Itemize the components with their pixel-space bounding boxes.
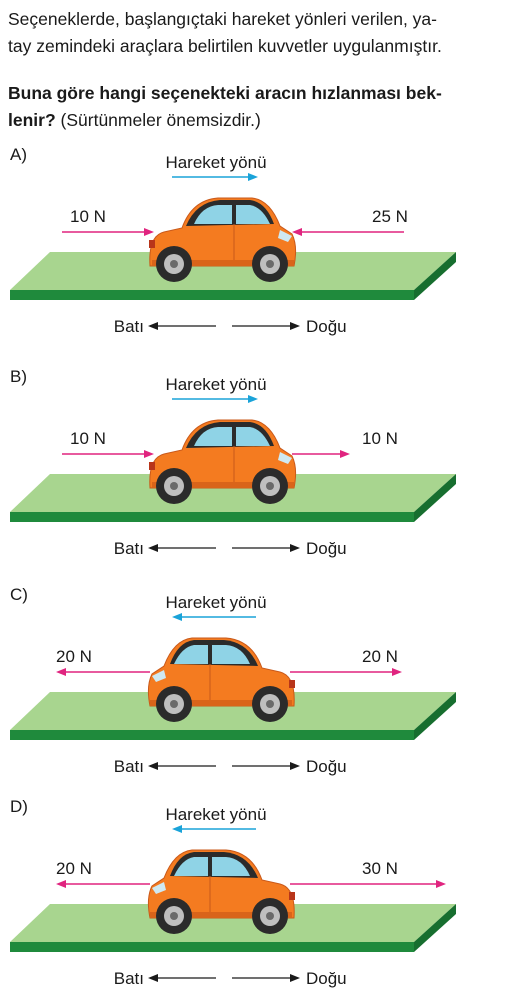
option-b: B) Hareket yönü 10 N 10 N Batı Doğu [0,362,528,578]
right-force-arrow [290,668,402,676]
left-force-label: 20 N [56,647,92,666]
right-force-arrow [292,228,404,236]
right-force-label: 30 N [362,859,398,878]
question-bold-2: lenir? [8,110,56,130]
east-label: Doğu [306,757,347,776]
ground-side [414,904,456,952]
option-label: B) [10,367,27,386]
question-text: Buna göre hangi seçenekteki aracın hızla… [8,80,524,134]
left-force-arrow [62,450,154,458]
motion-label: Hareket yönü [165,153,266,172]
right-force-label: 20 N [362,647,398,666]
option-figure: B) Hareket yönü 10 N 10 N Batı Doğu [10,367,456,558]
option-label: C) [10,585,28,604]
option-figure: A) Hareket yönü 10 N 25 N Batı Doğu [10,145,456,336]
east-arrow [232,544,300,552]
east-label: Doğu [306,969,347,988]
motion-arrow-west [172,825,256,833]
right-force-label: 25 N [372,207,408,226]
question-bold-1: Buna göre hangi seçenekteki aracın hızla… [8,83,442,103]
east-arrow [232,762,300,770]
car [149,419,297,504]
intro-text: Seçeneklerde, başlangıçtaki hareket yönl… [8,6,524,60]
option-label: D) [10,797,28,816]
ground-top [10,252,456,290]
west-label: Batı [114,969,144,988]
ground-front [10,290,414,300]
motion-label: Hareket yönü [165,805,266,824]
west-label: Batı [114,317,144,336]
ground-top [10,474,456,512]
motion-arrow-east [172,173,258,181]
west-arrow [148,544,216,552]
option-a: A) Hareket yönü 10 N 25 N Batı Doğu [0,140,528,356]
intro-line-2: tay zemindeki araçlara belirtilen kuvvet… [8,36,442,56]
car [147,637,295,722]
intro-line-1: Seçeneklerde, başlangıçtaki hareket yönl… [8,9,437,29]
left-force-label: 20 N [56,859,92,878]
ground-side [414,474,456,522]
option-figure: C) Hareket yönü 20 N 20 N Batı Doğu [10,585,456,776]
motion-label: Hareket yönü [165,375,266,394]
ground-side [414,252,456,300]
question-note: (Sürtünmeler önemsizdir.) [55,110,261,130]
option-figure: D) Hareket yönü 20 N 30 N Batı Doğu [10,797,456,988]
left-force-label: 10 N [70,429,106,448]
ground-top [10,692,456,730]
ground-front [10,942,414,952]
ground-top [10,904,456,942]
option-d: D) Hareket yönü 20 N 30 N Batı Doğu [0,792,528,1008]
west-label: Batı [114,539,144,558]
right-force-arrow [290,880,446,888]
east-arrow [232,322,300,330]
option-label: A) [10,145,27,164]
motion-label: Hareket yönü [165,593,266,612]
car [147,849,295,934]
east-label: Doğu [306,539,347,558]
left-force-label: 10 N [70,207,106,226]
ground-side [414,692,456,740]
left-force-arrow [56,668,150,676]
east-label: Doğu [306,317,347,336]
west-label: Batı [114,757,144,776]
option-c: C) Hareket yönü 20 N 20 N Batı Doğu [0,580,528,796]
ground-front [10,512,414,522]
west-arrow [148,322,216,330]
right-force-arrow [292,450,350,458]
east-arrow [232,974,300,982]
motion-arrow-east [172,395,258,403]
car [149,197,297,282]
motion-arrow-west [172,613,256,621]
left-force-arrow [56,880,150,888]
ground-front [10,730,414,740]
west-arrow [148,974,216,982]
west-arrow [148,762,216,770]
left-force-arrow [62,228,154,236]
right-force-label: 10 N [362,429,398,448]
